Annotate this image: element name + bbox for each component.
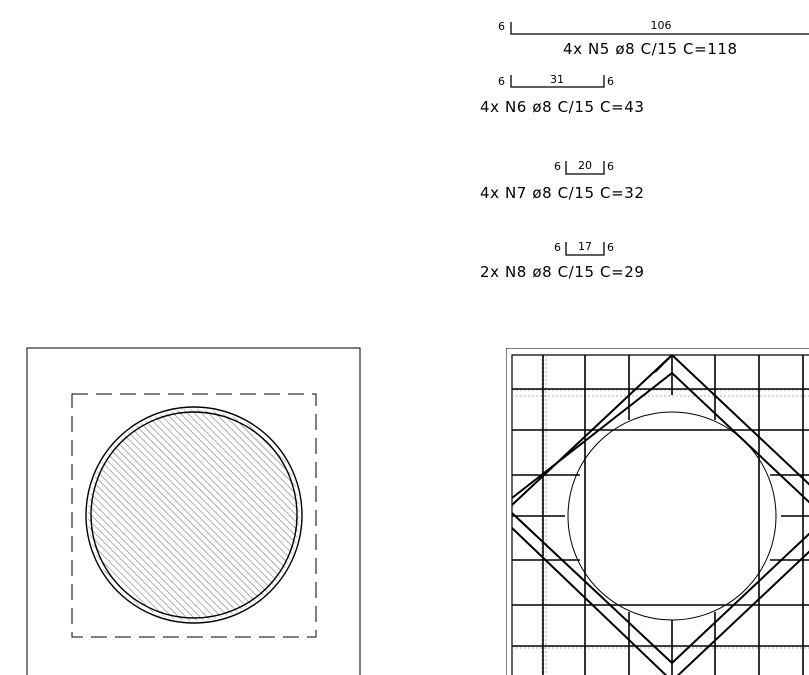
rebar-schedule: 6 106 4x N5 ø8 C/15 C=118 6 31 6 4x N6 ø… (480, 19, 809, 281)
dim-right-n8: 6 (607, 241, 614, 254)
dim-left-n6: 6 (498, 75, 505, 88)
dim-mid-n8: 17 (578, 240, 592, 253)
bar-label-n8: 2x N8 ø8 C/15 C=29 (480, 263, 645, 281)
vertical-rebars (542, 355, 804, 675)
footing-plan-view (26, 347, 361, 675)
bar-shape-n5: 6 106 4x N5 ø8 C/15 C=118 (498, 19, 809, 58)
column-circle (567, 411, 777, 621)
horizontal-rebars (512, 388, 809, 647)
dim-left-n5: 6 (498, 20, 505, 33)
bar-label-n5: 4x N5 ø8 C/15 C=118 (563, 40, 738, 58)
bar-label-n6: 4x N6 ø8 C/15 C=43 (480, 98, 645, 116)
column-circle-inner (90, 411, 298, 619)
dim-mid-n6: 31 (550, 73, 564, 86)
dim-right-n6: 6 (607, 75, 614, 88)
reinforcement-plan-view (506, 348, 809, 675)
bar-shape-n7: 6 20 6 4x N7 ø8 C/15 C=32 (480, 159, 645, 202)
column-block-dashed (71, 393, 317, 638)
dim-left-n7: 6 (554, 160, 561, 173)
diagonal-rebars (511, 354, 809, 675)
slab-inner-outline (511, 354, 809, 675)
slab-outline (506, 348, 809, 675)
bar-shape-n8: 6 17 6 2x N8 ø8 C/15 C=29 (480, 240, 645, 281)
bar-label-n7: 4x N7 ø8 C/15 C=32 (480, 184, 645, 202)
dim-left-n8: 6 (554, 241, 561, 254)
dim-mid-n5: 106 (651, 19, 672, 32)
dim-mid-n7: 20 (578, 159, 592, 172)
dim-right-n7: 6 (607, 160, 614, 173)
bar-shape-n6: 6 31 6 4x N6 ø8 C/15 C=43 (480, 73, 645, 116)
dotted-guides (512, 355, 809, 675)
footing-outline (26, 347, 361, 675)
